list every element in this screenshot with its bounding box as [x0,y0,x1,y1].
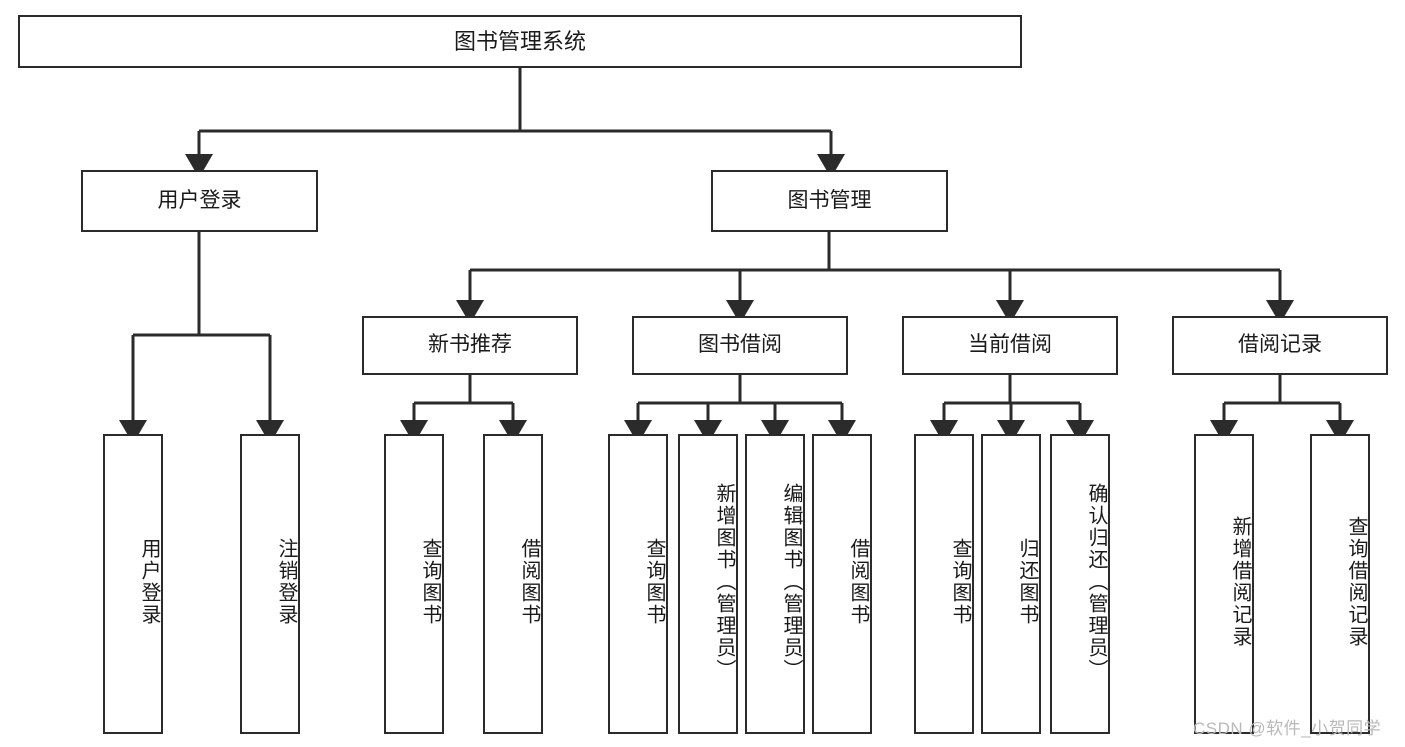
node-label: 借阅图书 [847,538,869,626]
node-label: 借阅图书 [518,538,540,626]
leaf-newbook-borrow-book[interactable]: 借阅图书 [483,434,543,734]
node-label: 图书管理系统 [453,28,586,54]
leaf-current-return-book[interactable]: 归还图书 [981,434,1041,734]
node-current-borrow[interactable]: 当前借阅 [902,316,1118,375]
csdn-watermark: CSDN @软件_小贺同学 [1193,719,1382,738]
node-label: 注销登录 [275,538,297,626]
node-label: 查询图书 [643,538,665,626]
node-label: 编辑图书（管理员） [780,483,802,681]
leaf-newbook-query-book[interactable]: 查询图书 [384,434,444,734]
node-new-book-recommend[interactable]: 新书推荐 [362,316,578,375]
node-user-login[interactable]: 用户登录 [81,170,318,232]
node-label: 确认归还（管理员） [1085,483,1107,681]
node-borrow-record[interactable]: 借阅记录 [1172,316,1388,375]
node-book-management[interactable]: 图书管理 [711,170,948,232]
node-book-borrow[interactable]: 图书借阅 [632,316,848,375]
node-label: 新书推荐 [428,333,512,357]
leaf-user-login[interactable]: 用户登录 [103,434,163,734]
node-label: 图书借阅 [698,333,782,357]
node-label: 查询图书 [419,538,441,626]
node-label: 查询图书 [949,538,971,626]
node-label: 归还图书 [1016,538,1038,626]
node-root-system[interactable]: 图书管理系统 [18,15,1022,68]
leaf-record-query-record[interactable]: 查询借阅记录 [1310,434,1370,734]
node-label: 新增借阅记录 [1229,516,1251,648]
node-label: 查询借阅记录 [1345,516,1367,648]
node-label: 用户登录 [157,188,242,212]
node-label: 新增图书（管理员） [713,483,735,681]
leaf-user-logout[interactable]: 注销登录 [240,434,300,734]
leaf-borrow-add-book[interactable]: 新增图书（管理员） [678,434,738,734]
node-label: 图书管理 [787,188,872,212]
node-label: 当前借阅 [968,333,1052,357]
leaf-record-add-record[interactable]: 新增借阅记录 [1194,434,1254,734]
leaf-current-query-book[interactable]: 查询图书 [914,434,974,734]
node-label: 用户登录 [138,538,160,626]
leaf-borrow-borrow-book[interactable]: 借阅图书 [812,434,872,734]
node-label: 借阅记录 [1238,333,1322,357]
leaf-borrow-query-book[interactable]: 查询图书 [608,434,668,734]
leaf-borrow-edit-book[interactable]: 编辑图书（管理员） [745,434,805,734]
leaf-current-confirm-return[interactable]: 确认归还（管理员） [1050,434,1110,734]
